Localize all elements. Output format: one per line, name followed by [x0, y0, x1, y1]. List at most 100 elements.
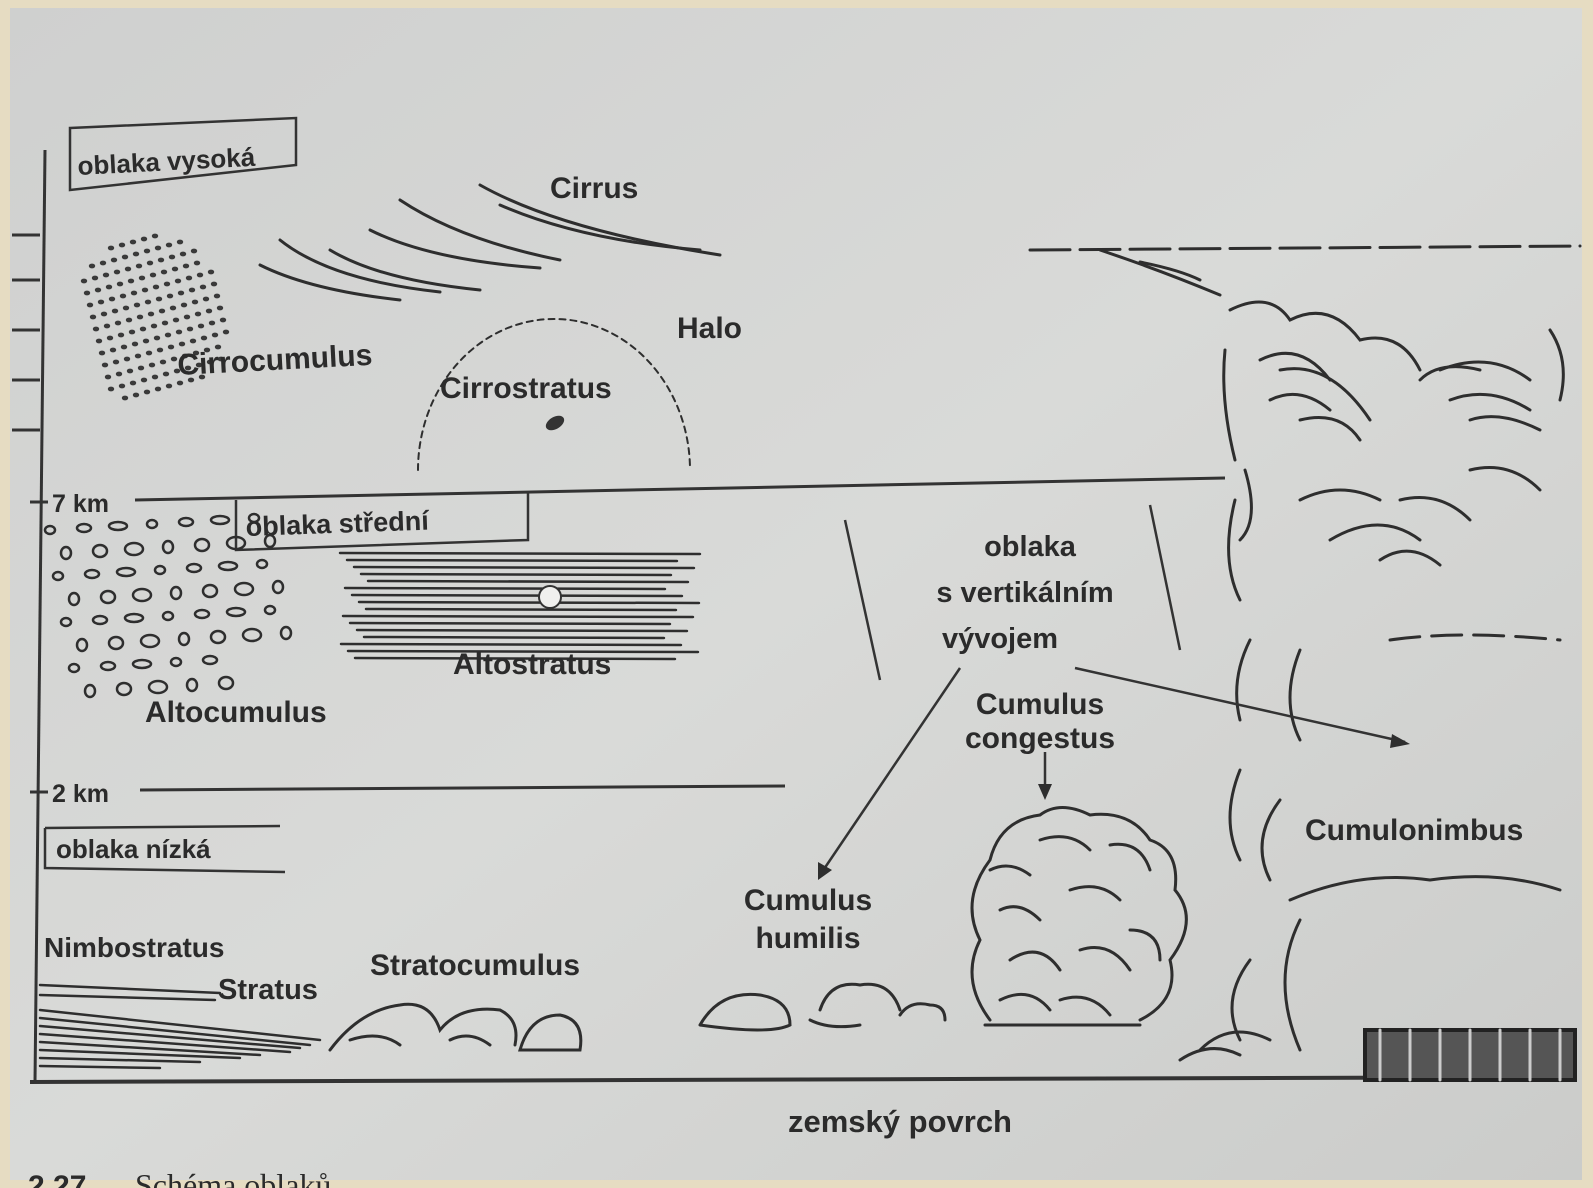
cirrocumulus-dot: [148, 312, 154, 317]
cirrocumulus-dot: [123, 306, 129, 311]
cirrocumulus-dot: [96, 339, 102, 344]
cirrocumulus-dot: [176, 330, 182, 335]
cumulonimbus-rain-base: [1365, 1030, 1575, 1080]
cirrocumulus-dot: [117, 282, 123, 287]
cirrocumulus-dot: [93, 327, 99, 332]
label-cumulonimbus: Cumulonimbus: [1305, 814, 1523, 847]
cirrocumulus-dot: [194, 261, 200, 266]
altitude-7km-label: 7 km: [52, 490, 109, 518]
cirrocumulus-dot: [195, 312, 201, 317]
cirrocumulus-dot: [189, 288, 195, 293]
cirrocumulus-dot: [99, 351, 105, 356]
cirrocumulus-dot: [127, 369, 133, 374]
cirrocumulus-dot: [162, 321, 168, 326]
cirrocumulus-dot: [130, 381, 136, 386]
cirrocumulus-dot: [153, 285, 159, 290]
group-label-vertical-2: s vertikálním: [936, 577, 1113, 609]
cirrocumulus-dot: [220, 318, 226, 323]
cirrocumulus-dot: [183, 264, 189, 269]
label-altostratus: Altostratus: [453, 648, 611, 681]
altostratus-stroke: [345, 588, 665, 589]
caption-number: 2.27: [28, 1170, 86, 1188]
altostratus-stroke: [340, 553, 700, 554]
cirrocumulus-dot: [187, 327, 193, 332]
altostratus-stroke: [359, 602, 699, 603]
cirrocumulus-dot: [157, 348, 163, 353]
cirrocumulus-dot: [81, 279, 87, 284]
cirrocumulus-dot: [149, 363, 155, 368]
cirrocumulus-dot: [173, 318, 179, 323]
cirrocumulus-dot: [166, 243, 172, 248]
cirrocumulus-dot: [131, 291, 137, 296]
cirrocumulus-dot: [166, 384, 172, 389]
cirrocumulus-dot: [214, 294, 220, 299]
cirrocumulus-dot: [190, 339, 196, 344]
cirrocumulus-dot: [186, 276, 192, 281]
altostratus-stroke: [354, 567, 694, 568]
altostratus-stroke: [364, 637, 664, 638]
cirrocumulus-dot: [209, 321, 215, 326]
cirrocumulus-dot: [169, 255, 175, 260]
cirrocumulus-dot: [102, 363, 108, 368]
cirrocumulus-dot: [150, 273, 156, 278]
cirrocumulus-dot: [208, 270, 214, 275]
cirrocumulus-dot: [160, 360, 166, 365]
cirrocumulus-dot: [161, 270, 167, 275]
cirrocumulus-dot: [143, 339, 149, 344]
cirrocumulus-dot: [108, 246, 114, 251]
cirrocumulus-dot: [217, 306, 223, 311]
cirrocumulus-dot: [168, 345, 174, 350]
cirrocumulus-dot: [159, 309, 165, 314]
cirrocumulus-dot: [107, 336, 113, 341]
cirrocumulus-dot: [142, 288, 148, 293]
cirrocumulus-dot: [184, 315, 190, 320]
cirrocumulus-dot: [110, 348, 116, 353]
cirrocumulus-dot: [112, 309, 118, 314]
cirrocumulus-dot: [137, 315, 143, 320]
label-nimbostratus: Nimbostratus: [44, 932, 224, 963]
cirrocumulus-dot: [116, 372, 122, 377]
cirrocumulus-dot: [84, 291, 90, 296]
cirrocumulus-dot: [120, 294, 126, 299]
cirrocumulus-dot: [175, 279, 181, 284]
cirrocumulus-dot: [133, 393, 139, 398]
altostratus-stroke: [350, 623, 670, 624]
group-label-vertical-1: oblaka: [984, 531, 1077, 563]
altostratus-stroke: [368, 581, 688, 582]
cirrocumulus-dot: [126, 318, 132, 323]
label-cirrus: Cirrus: [550, 172, 638, 205]
altostratus-stroke: [343, 616, 693, 617]
cirrocumulus-dot: [163, 372, 169, 377]
altostratus-stroke: [352, 595, 682, 596]
cirrocumulus-dot: [223, 330, 229, 335]
cirrocumulus-dot: [119, 384, 125, 389]
cirrocumulus-dot: [158, 258, 164, 263]
cirrocumulus-dot: [115, 321, 121, 326]
cirrocumulus-dot: [201, 336, 207, 341]
cirrocumulus-dot: [121, 345, 127, 350]
cirrocumulus-dot: [179, 342, 185, 347]
cirrocumulus-dot: [101, 312, 107, 317]
cirrocumulus-dot: [122, 255, 128, 260]
cirrocumulus-dot: [135, 354, 141, 359]
cirrocumulus-dot: [111, 258, 117, 263]
cirrocumulus-dot: [146, 351, 152, 356]
cirrocumulus-dot: [147, 261, 153, 266]
cirrocumulus-dot: [141, 378, 147, 383]
cirrocumulus-dot: [164, 282, 170, 287]
cirrocumulus-dot: [181, 303, 187, 308]
cirrocumulus-dot: [180, 252, 186, 257]
cirrocumulus-dot: [172, 267, 178, 272]
cirrocumulus-dot: [144, 390, 150, 395]
cirrocumulus-dot: [98, 300, 104, 305]
cirrocumulus-dot: [165, 333, 171, 338]
cirrocumulus-dot: [156, 297, 162, 302]
cirrocumulus-dot: [138, 366, 144, 371]
cirrocumulus-dot: [154, 336, 160, 341]
cirrocumulus-dot: [106, 285, 112, 290]
cirrocumulus-dot: [109, 297, 115, 302]
cirrocumulus-dot: [203, 297, 209, 302]
cirrocumulus-dot: [192, 300, 198, 305]
cirrocumulus-dot: [170, 306, 176, 311]
